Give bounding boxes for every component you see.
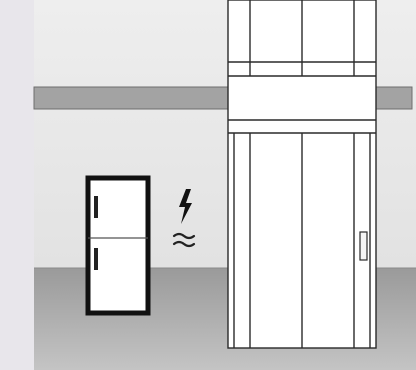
left-margin [0,0,34,370]
refrigerator-icon [85,175,151,316]
lightning-bolt-icon [179,189,192,224]
heat-waves-icon [172,232,196,248]
elevator-icon [233,133,371,348]
elevator-call-panel [359,231,368,261]
